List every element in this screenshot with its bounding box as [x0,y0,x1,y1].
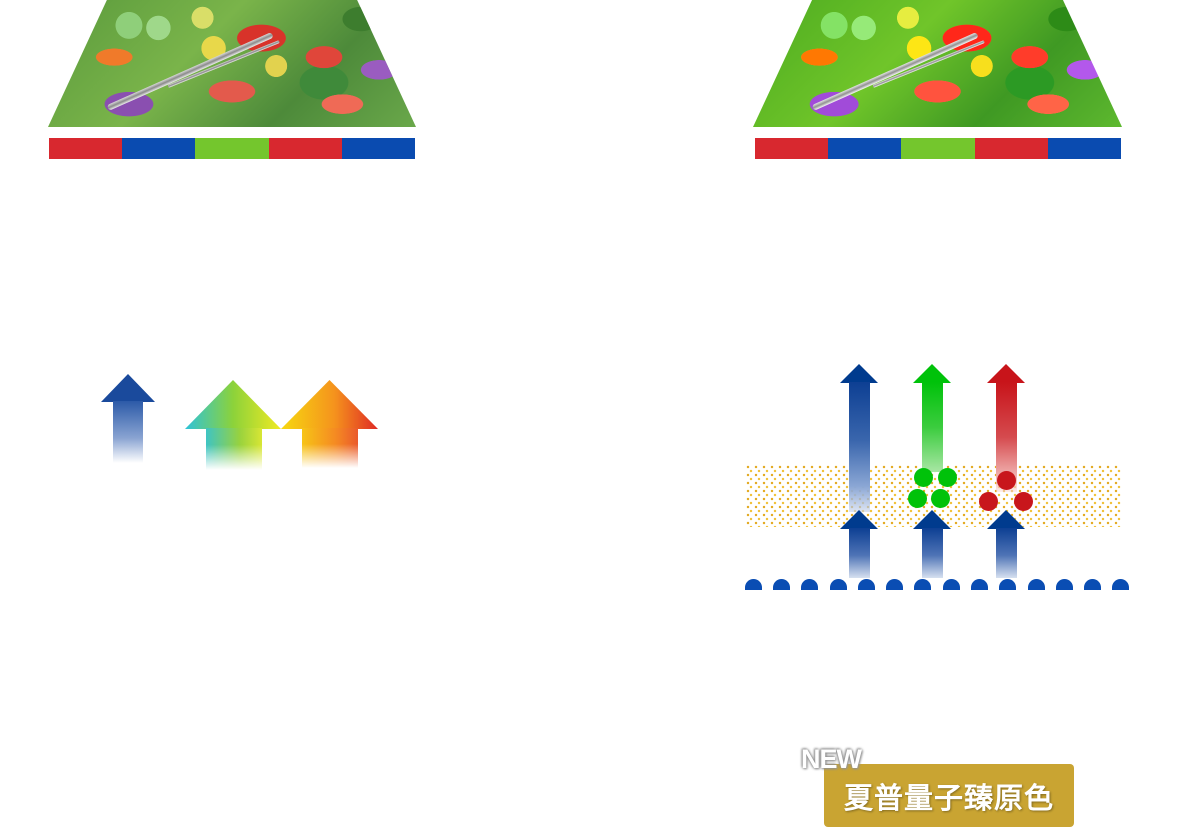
subpixel-green [901,138,975,159]
fork-icon [106,32,274,111]
blue-led [801,579,818,590]
blue-led [971,579,988,590]
blue-led [1028,579,1045,590]
blue-led [1112,579,1129,590]
subpixel-blue [341,138,416,159]
subpixel-red [974,138,1048,159]
blue-led [886,579,903,590]
blue-led [943,579,960,590]
blue-led [745,579,762,590]
blue-led [999,579,1016,590]
subpixel-blue [122,138,196,159]
new-label: NEW [801,744,862,774]
blue-led [858,579,875,590]
blue-led [773,579,790,590]
subpixel-bar-left [49,138,416,159]
subpixel-red [268,138,342,159]
fork-tine [167,40,280,88]
fork-tine [872,40,985,88]
subpixel-blue [828,138,902,159]
subpixel-blue [1047,138,1122,159]
product-badge: 夏普量子臻原色 [824,764,1074,827]
badge-title: 夏普量子臻原色 [843,780,1054,815]
blue-led [1056,579,1073,590]
blue-led [830,579,847,590]
salad-image-right [753,0,1122,127]
fork-icon [811,32,979,111]
salad-image-left [48,0,416,127]
subpixel-green [195,138,269,159]
subpixel-bar-right [755,138,1122,159]
subpixel-red [755,138,829,159]
blue-led [1084,579,1101,590]
blue-led [914,579,931,590]
subpixel-red [49,138,123,159]
